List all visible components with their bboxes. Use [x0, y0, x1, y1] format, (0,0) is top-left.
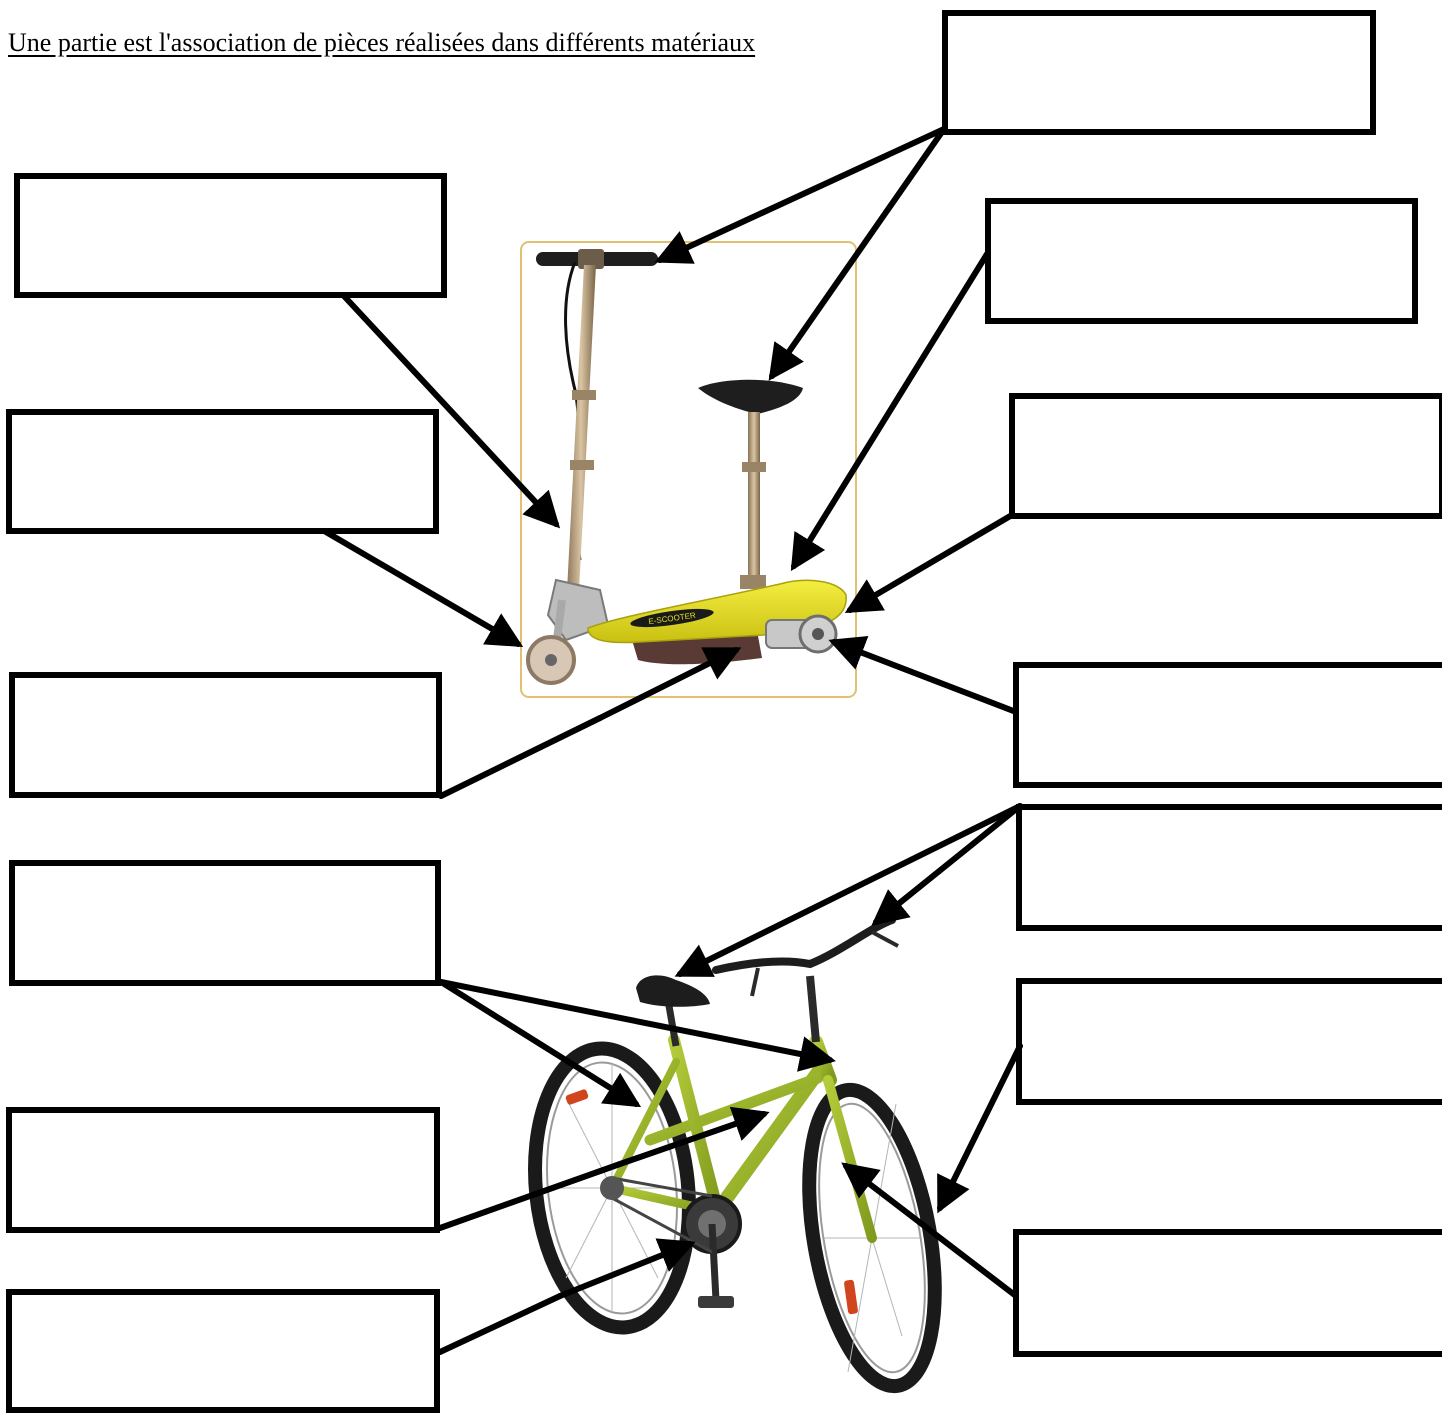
connector-crankset: [440, 1296, 560, 1352]
bicycle-brake-lever-right: [872, 932, 898, 946]
arrow-to-scooter-front-wheel: [326, 532, 518, 644]
bicycle-rear-reflector: [565, 1089, 589, 1106]
connector-battery: [441, 718, 600, 796]
arrow-to-scooter-motor: [834, 642, 1016, 712]
scooter-seat-clamp-2: [740, 575, 766, 589]
bicycle-pedal: [698, 1296, 734, 1308]
bicycle-saddle: [636, 975, 710, 1006]
bicycle-front-reflector: [844, 1279, 859, 1314]
bicycle-stem: [810, 976, 816, 1042]
scooter-seat-clamp: [742, 462, 766, 472]
bicycle-seat-stay: [612, 1062, 676, 1188]
bicycle-crank-arm: [712, 1224, 716, 1300]
arrow-to-scooter-rear-wheel: [850, 515, 1012, 610]
scooter-seat-post: [748, 412, 760, 582]
scooter-pole-clamp-1: [572, 390, 596, 400]
bicycle-rear-cassette: [600, 1176, 624, 1200]
scooter-front-hub: [545, 654, 557, 666]
scooter-pole-clamp-2: [570, 460, 594, 470]
bicycle-brake-lever: [752, 968, 758, 996]
arrow-to-bicycle-saddle: [680, 806, 1020, 974]
scooter-illustration: E-SCOOTER: [521, 242, 856, 697]
scooter-rear-hub: [812, 628, 824, 640]
arrow-to-bicycle-tire: [940, 1046, 1020, 1208]
bicycle-illustration: [522, 920, 955, 1396]
